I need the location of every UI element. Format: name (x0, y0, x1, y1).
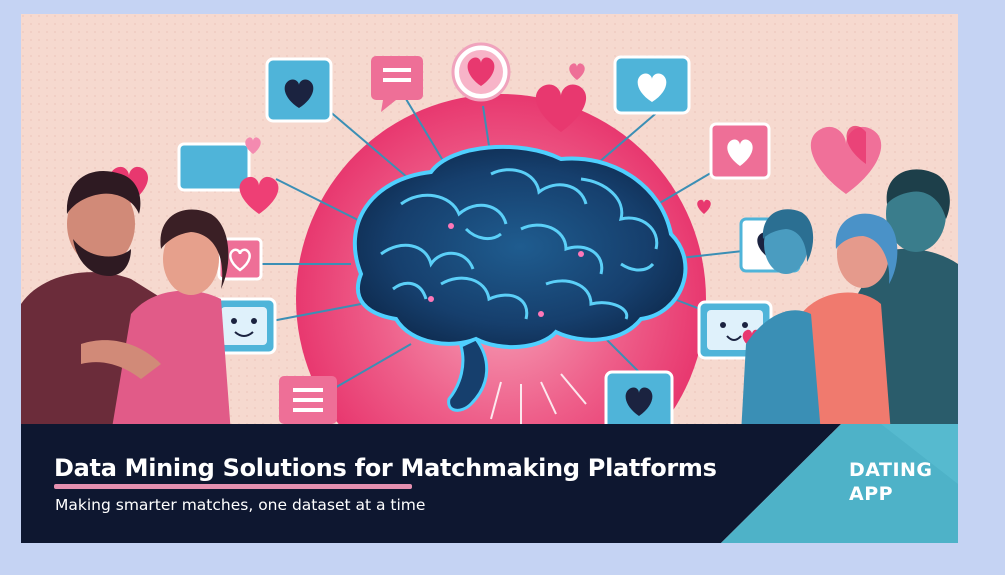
couple-illustration (21, 170, 231, 434)
chat-bubble-icon (613, 55, 691, 115)
heart-icon (810, 125, 882, 194)
brand-panel (721, 424, 958, 543)
chat-bubble-icon (177, 142, 251, 192)
couple-illustration (741, 169, 958, 434)
chat-bubble-icon (371, 56, 423, 112)
chat-bubble-icon (604, 370, 674, 434)
title-banner (21, 424, 841, 543)
chat-bubble-icon (279, 376, 337, 424)
chat-bubble-icon (709, 122, 771, 180)
heart-avatar-bubble (451, 42, 511, 102)
smiley-icon (211, 297, 277, 355)
heart-icon (239, 137, 279, 214)
hero-banner: Data Mining Solutions for Matchmaking Pl… (21, 14, 958, 543)
chat-bubble-icon (265, 57, 333, 123)
brain-icon (352, 144, 688, 412)
heart-icon (697, 199, 711, 214)
scene-illustration (21, 14, 958, 543)
heart-icon (535, 63, 587, 132)
